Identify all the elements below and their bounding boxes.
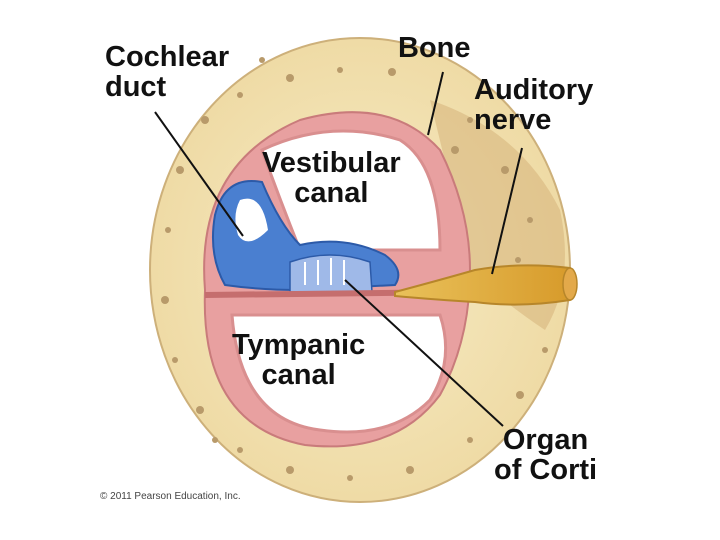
cochlear-duct-leader [154, 111, 244, 237]
bone-texture [161, 57, 548, 481]
vestibular-canal-cavity [260, 129, 442, 252]
organ-of-corti-leader [344, 279, 504, 427]
auditory-nerve-shape [394, 264, 578, 306]
auditory-nerve-leader [491, 147, 523, 275]
copyright-notice: © 2011 Pearson Education, Inc. [100, 491, 241, 502]
bone-leader [427, 71, 444, 136]
leader-lines [154, 71, 523, 427]
label-bone: Bone [398, 32, 471, 64]
tympanic-canal-cavity [230, 313, 448, 434]
